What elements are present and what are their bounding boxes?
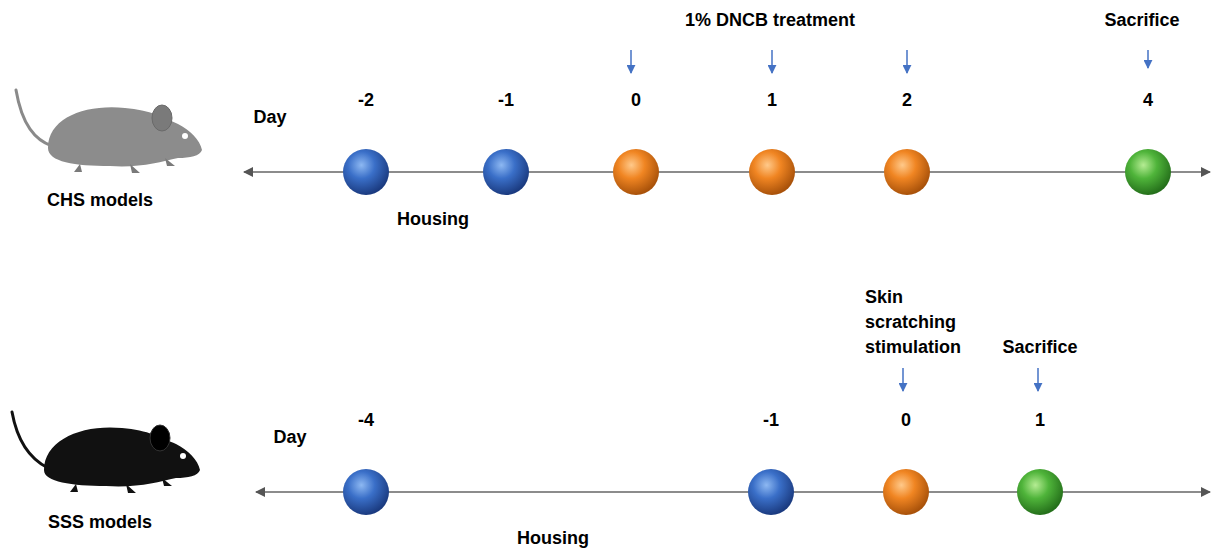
timeline-point: -4 [331,409,401,515]
sphere [883,469,929,515]
timeline-point: 0 [601,89,671,195]
day-number: 0 [871,409,941,431]
step-label: 1% DNCB treatment [685,8,855,33]
axis-label: Day [253,105,286,130]
sphere-marker [331,148,401,196]
sphere [1125,149,1171,195]
day-number: -1 [736,409,806,431]
sphere [483,149,529,195]
mouse-grey [16,90,202,173]
sphere-marker [601,148,671,196]
sphere-marker [1113,148,1183,196]
sphere-marker [737,148,807,196]
day-number: 4 [1113,89,1183,111]
model-name: SSS models [48,510,152,535]
step-label: Sacrifice [1104,8,1179,33]
sphere [748,469,794,515]
phase-label: Housing [517,526,589,551]
sphere-marker [331,468,401,516]
timeline-point: -2 [331,89,401,195]
sphere [613,149,659,195]
axis-label: Day [273,425,306,450]
timeline-point: -1 [736,409,806,515]
timeline-point: -1 [471,89,541,195]
step-label: Skin scratching stimulation [865,285,983,360]
timeline-point: 1 [1005,409,1075,515]
day-number: -4 [331,409,401,431]
sphere-marker [471,148,541,196]
timeline-point: 1 [737,89,807,195]
timeline-point: 0 [871,409,941,515]
sphere-marker [872,148,942,196]
sphere-marker [871,468,941,516]
model-name: CHS models [47,188,153,213]
sphere [884,149,930,195]
day-number: -2 [331,89,401,111]
sphere [343,149,389,195]
day-number: 2 [872,89,942,111]
sphere [343,469,389,515]
timeline-point: 2 [872,89,942,195]
sphere-marker [736,468,806,516]
time-axis [256,491,1210,493]
day-number: 0 [601,89,671,111]
phase-label: Housing [397,207,469,232]
sphere-marker [1005,468,1075,516]
day-number: 1 [1005,409,1075,431]
day-number: -1 [471,89,541,111]
sphere [749,149,795,195]
step-label: Sacrifice [1002,335,1077,360]
mouse-black [12,412,200,493]
day-number: 1 [737,89,807,111]
sphere [1017,469,1063,515]
pointer-arrows [631,50,1148,391]
timeline-point: 4 [1113,89,1183,195]
